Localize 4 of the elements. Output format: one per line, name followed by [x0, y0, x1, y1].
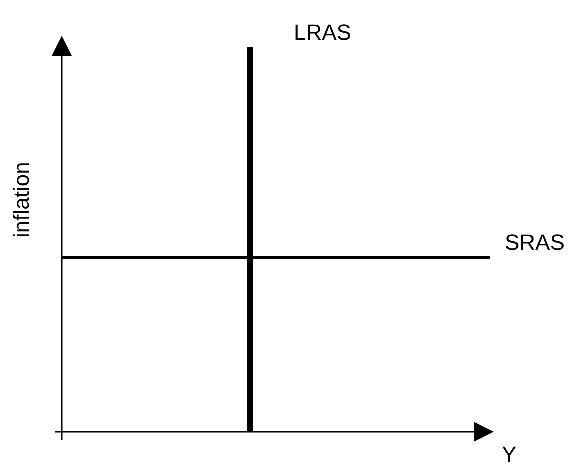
axis-label: Y — [502, 444, 517, 466]
curve-label: LRAS — [294, 22, 352, 44]
curve-label: SRAS — [505, 232, 565, 254]
axis-label: inflation — [11, 162, 33, 238]
